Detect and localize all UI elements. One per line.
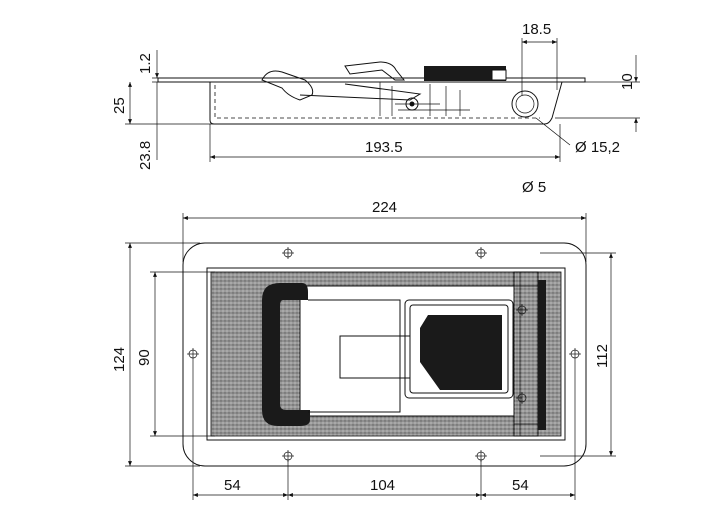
dim-124: 124 xyxy=(111,347,128,372)
dim-1-2: 1.2 xyxy=(137,53,154,74)
dim-112: 112 xyxy=(594,344,611,368)
side-view-dimensions: 18.5 1.2 25 23.8 10 193.5 Ø 15,2 Ø 5 xyxy=(111,21,640,196)
dim-104: 104 xyxy=(370,477,395,494)
dim-dia-15-2: Ø 15,2 xyxy=(575,139,620,156)
dim-54-left: 54 xyxy=(224,477,241,494)
plan-view-dimensions: 224 124 90 112 54 104 54 xyxy=(111,199,616,500)
plan-view xyxy=(182,242,587,467)
dim-90: 90 xyxy=(136,349,153,366)
side-view xyxy=(157,61,586,146)
dim-18-5: 18.5 xyxy=(522,21,551,38)
dim-dia-5: Ø 5 xyxy=(522,179,546,196)
dim-10: 10 xyxy=(619,73,636,90)
dim-193-5: 193.5 xyxy=(365,139,403,156)
dim-23-8: 23.8 xyxy=(137,141,154,170)
dim-224: 224 xyxy=(372,199,397,216)
dim-54-right: 54 xyxy=(512,477,529,494)
dim-25: 25 xyxy=(111,97,128,114)
mounting-holes xyxy=(187,247,581,462)
